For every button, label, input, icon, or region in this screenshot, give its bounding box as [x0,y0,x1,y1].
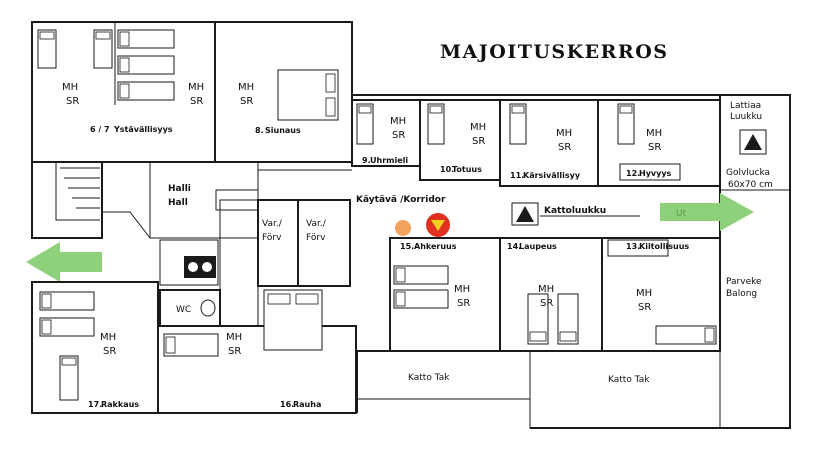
stove-icon [184,256,216,278]
exit-arrow-text: Ut [676,209,687,219]
hall-label-sv: Hall [168,198,188,208]
roof-hatch-label: Kattoluukku [544,206,606,216]
room-9-name: Uhrmieli [370,156,408,165]
room-13-name: Kiitollisuus [639,242,689,251]
room-12-number: 12. [626,169,640,178]
corridor-label: Käytävä /Korridor [356,195,446,205]
balcony-label-fi: Parveke [726,277,762,287]
room-11-number: 11. [510,171,524,180]
room-17-mh: MH [100,332,116,343]
room-10-number: 10. [440,165,454,174]
room-16-number: 16. [280,400,294,409]
room-17-name: Rakkaus [101,400,139,409]
storage-rooms: Var./ Förv Var./ Förv [257,199,351,287]
room-10-name: Totuus [452,165,482,174]
stove-burner-2-icon [202,262,212,272]
room-6-7-number: 6 / 7 [90,125,110,134]
room-14-number: 14. [507,242,521,251]
room-11-name: Kärsivällisyy [523,171,581,180]
roof-hatch-triangle-icon [516,206,534,222]
stove-burner-1-icon [188,262,198,272]
room-6-7-mh: MH [62,82,78,93]
room-15-name: Ahkeruus [414,242,457,251]
room-13-mh: MH [636,288,652,299]
floor-hatch-sv: Golvlucka [726,168,770,178]
room-10-mh: MH [470,122,486,133]
room-13[interactable]: MH SR 13. Kiitollisuus [601,237,721,352]
hall-label-fi: Halli [168,184,191,194]
roof-right-label: Katto Tak [608,375,650,385]
room-9-number: 9. [362,156,371,165]
room-9-sr: SR [392,130,405,141]
room-16-sr: SR [228,346,241,357]
room-13-number: 13. [626,242,640,251]
wc-label: WC [176,305,191,315]
floor-hatch-info: Lattiaa Luukku Golvlucka 60x70 cm [720,101,790,191]
room-14-name: Laupeus [519,242,557,251]
room-12-name: Hyvyys [639,169,672,178]
room-8[interactable]: MH SR 8. Siunaus [214,21,353,163]
room-9[interactable]: MH SR 9. Uhrmieli [351,99,421,167]
room-15-number: 15. [400,242,414,251]
exit-arrow-right-icon [660,193,754,231]
room-14-sr: SR [540,298,553,309]
storage-1-line-2: Förv [262,233,282,243]
room-10-sr: SR [472,136,485,147]
down-triangle-icon [431,220,445,231]
room-6-7-sr-2: SR [190,96,203,107]
room-13-sr: SR [638,302,651,313]
room-12-mh: MH [646,128,662,139]
room-17-number: 17. [88,400,102,409]
room-8-name: Siunaus [265,126,301,135]
room-16-name: Rauha [293,400,321,409]
roof-right: Katto Tak [529,350,721,429]
room-14-mh: MH [538,284,554,295]
room-17[interactable]: MH SR 17. Rakkaus [31,281,159,414]
room-10[interactable]: MH SR 10. Totuus [419,99,501,181]
room-15[interactable]: MH SR 15. Ahkeruus [389,237,501,352]
room-12-sr: SR [648,142,661,153]
room-8-mh: MH [238,82,254,93]
room-11-mh: MH [556,128,572,139]
storage-2-line-1: Var./ [306,219,327,229]
room-12[interactable]: MH SR 12. Hyvyys [597,99,721,187]
room-15-mh: MH [454,284,470,295]
room-17-sr: SR [103,346,116,357]
hall: Halli Hall [31,161,259,286]
room-16-mh: MH [226,332,242,343]
room-15-sr: SR [457,298,470,309]
room-6-7-name: Ystävällisyys [113,125,173,134]
room-16[interactable]: MH SR 16. Rauha [157,199,357,414]
meeting-point-marker [395,220,411,236]
exit-arrow-left-icon [26,242,102,282]
room-6-7[interactable]: MH SR MH SR 6 / 7 Ystävällisyys [31,21,216,163]
room-6-7-sr: SR [66,96,79,107]
roof-left: Katto Tak [356,350,531,400]
storage-2-line-2: Förv [306,233,326,243]
roof-left-label: Katto Tak [408,373,450,383]
wc-room[interactable]: WC [159,289,221,327]
room-6-7-mh-2: MH [188,82,204,93]
floor-hatch-label-1: Lattiaa [730,101,761,111]
storage-1-line-1: Var./ [262,219,283,229]
toilet-icon [200,299,216,317]
room-8-sr: SR [240,96,253,107]
room-11[interactable]: MH SR 11. Kärsivällisyy [499,99,599,187]
corridor: Käytävä /Korridor Kattoluukku Ut [257,169,754,237]
room-9-mh: MH [390,116,406,127]
floor-hatch-label-2: Luukku [730,112,762,122]
floor-hatch-size: 60x70 cm [728,180,773,190]
floor-hatch-triangle-icon [744,134,762,150]
room-11-sr: SR [558,142,571,153]
balcony-label-sv: Balong [726,289,757,299]
plan-title: MAJOITUSKERROS [440,41,668,63]
room-14[interactable]: MH SR 14. Laupeus [499,237,603,352]
room-8-number: 8. [255,126,264,135]
